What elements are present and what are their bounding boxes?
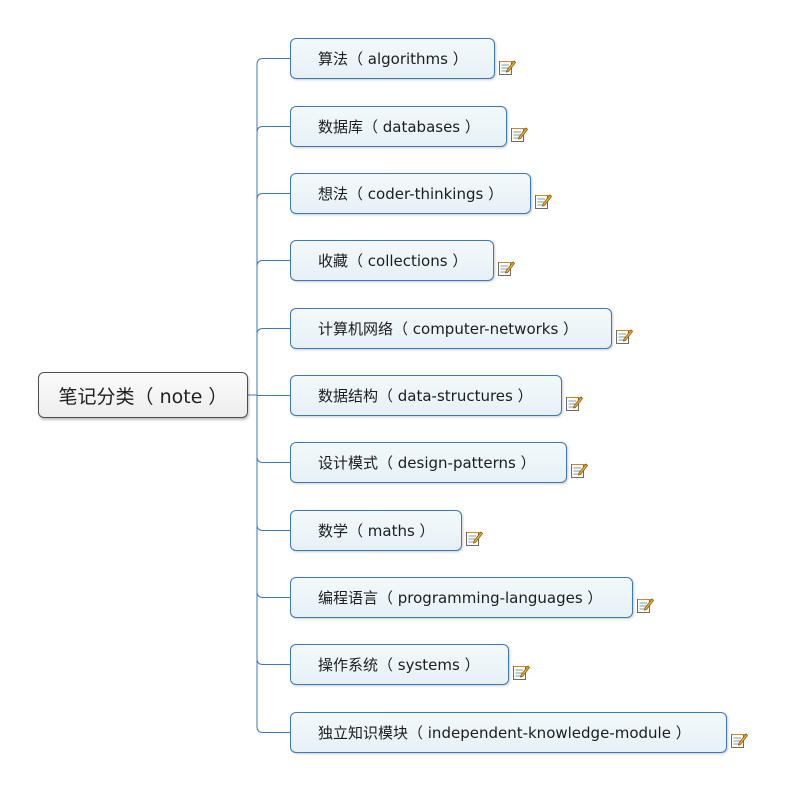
branch-connector bbox=[256, 260, 290, 395]
topic-collections[interactable]: 收藏（ collections ） bbox=[290, 240, 494, 281]
topic-label: 算法（ algorithms ） bbox=[318, 50, 468, 68]
topic-maths[interactable]: 数学（ maths ） bbox=[290, 510, 462, 551]
topic-algorithms[interactable]: 算法（ algorithms ） bbox=[290, 38, 495, 79]
topic-coder-thinkings[interactable]: 想法（ coder-thinkings ） bbox=[290, 173, 531, 214]
note-icon[interactable] bbox=[636, 596, 654, 614]
topic-label: 数学（ maths ） bbox=[318, 522, 435, 540]
topic-label: 设计模式（ design-patterns ） bbox=[318, 454, 536, 472]
note-icon[interactable] bbox=[465, 529, 483, 547]
branch-connector bbox=[256, 193, 290, 395]
branch-connector bbox=[256, 58, 290, 395]
topic-data-structures[interactable]: 数据结构（ data-structures ） bbox=[290, 375, 562, 416]
root-topic[interactable]: 笔记分类（ note ） bbox=[38, 372, 248, 418]
branch-connector bbox=[256, 395, 290, 463]
branch-connector bbox=[256, 395, 290, 733]
note-icon[interactable] bbox=[570, 461, 588, 479]
topic-label: 想法（ coder-thinkings ） bbox=[318, 185, 504, 203]
topic-label: 操作系统（ systems ） bbox=[318, 656, 480, 674]
note-icon[interactable] bbox=[512, 663, 530, 681]
note-icon[interactable] bbox=[565, 394, 583, 412]
branch-connector bbox=[256, 395, 290, 598]
branch-connector bbox=[256, 126, 290, 395]
note-icon[interactable] bbox=[730, 731, 748, 749]
topic-label: 数据结构（ data-structures ） bbox=[318, 387, 533, 405]
note-icon[interactable] bbox=[510, 125, 528, 143]
root-topic-label: 笔记分类（ note ） bbox=[58, 385, 228, 408]
topic-databases[interactable]: 数据库（ databases ） bbox=[290, 106, 507, 147]
note-icon[interactable] bbox=[498, 58, 516, 76]
note-icon[interactable] bbox=[615, 327, 633, 345]
branch-connector bbox=[256, 395, 290, 665]
topic-label: 编程语言（ programming-languages ） bbox=[318, 589, 603, 607]
topic-label: 数据库（ databases ） bbox=[318, 118, 480, 136]
topic-design-patterns[interactable]: 设计模式（ design-patterns ） bbox=[290, 442, 567, 483]
note-icon[interactable] bbox=[534, 192, 552, 210]
topic-systems[interactable]: 操作系统（ systems ） bbox=[290, 644, 509, 685]
topic-computer-networks[interactable]: 计算机网络（ computer-networks ） bbox=[290, 308, 612, 349]
topic-label: 独立知识模块（ independent-knowledge-module ） bbox=[318, 724, 691, 742]
branch-connector bbox=[256, 328, 290, 395]
topic-independent-knowledge-module[interactable]: 独立知识模块（ independent-knowledge-module ） bbox=[290, 712, 727, 753]
topic-programming-languages[interactable]: 编程语言（ programming-languages ） bbox=[290, 577, 633, 618]
topic-label: 计算机网络（ computer-networks ） bbox=[318, 320, 579, 338]
topic-label: 收藏（ collections ） bbox=[318, 252, 468, 270]
note-icon[interactable] bbox=[497, 259, 515, 277]
